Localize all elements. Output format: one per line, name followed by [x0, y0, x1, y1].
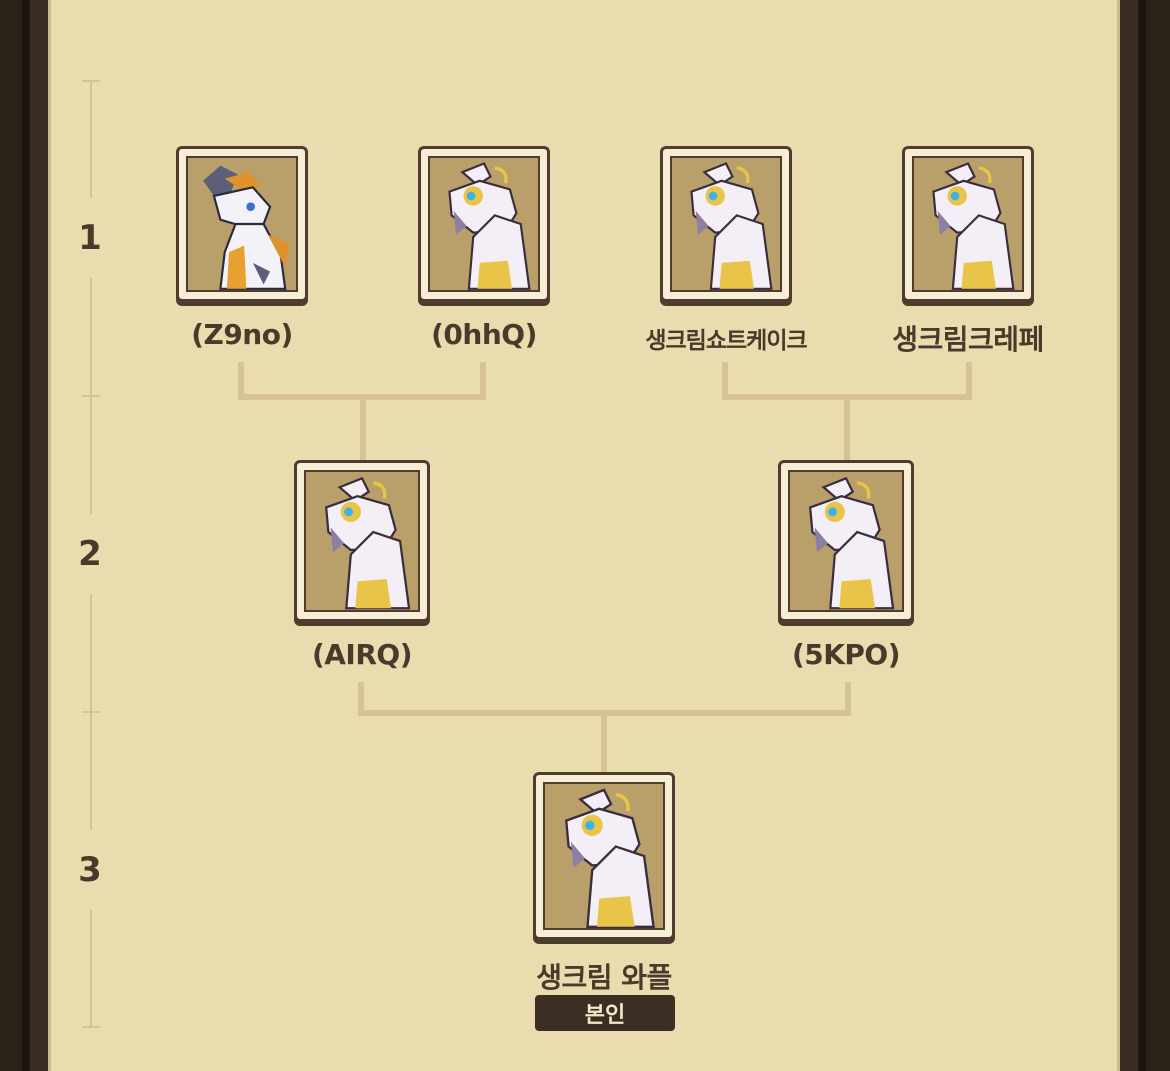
pet-portrait [304, 470, 420, 612]
pet-portrait [428, 156, 540, 292]
pet-card-gen2-2[interactable] [778, 460, 914, 622]
pet-card-gen1-4[interactable] [902, 146, 1034, 302]
connector-line [358, 682, 364, 716]
connector-line [722, 362, 728, 400]
connector-line [844, 394, 850, 462]
pet-name-gen2-1: (AIRQ) [311, 638, 413, 671]
generation-label-2: 2 [78, 534, 102, 574]
cream-unicorn-icon [790, 473, 902, 610]
pet-portrait [670, 156, 782, 292]
pet-card-gen1-2[interactable] [418, 146, 550, 302]
cream-unicorn-icon [672, 159, 780, 290]
connector-line [480, 362, 486, 400]
self-badge: 본인 [535, 995, 675, 1031]
left-frame-border [0, 0, 48, 1071]
right-frame-border [1120, 0, 1170, 1071]
connector-line [966, 362, 972, 400]
pet-name-gen1-2: (0hhQ) [431, 318, 537, 351]
cream-unicorn-icon [306, 473, 418, 610]
pet-card-gen2-1[interactable] [294, 460, 430, 622]
connector-line [238, 362, 244, 400]
pet-name-gen3-self: 생크림 와플 [536, 961, 672, 994]
pet-name-gen2-2: (5KPO) [791, 638, 901, 671]
axis-tick [82, 80, 100, 82]
cream-unicorn-icon [430, 159, 538, 290]
pet-portrait [543, 782, 665, 930]
connector-line [360, 394, 366, 462]
cream-unicorn-icon [914, 159, 1022, 290]
connector-line [601, 710, 607, 774]
axis-tick [82, 1026, 100, 1028]
axis-tick [82, 711, 100, 713]
pet-card-gen3-self[interactable] [533, 772, 675, 940]
axis-line [90, 80, 92, 198]
pet-name-gen1-1: (Z9no) [191, 318, 293, 351]
generation-label-3: 3 [78, 850, 102, 890]
axis-tick [82, 395, 100, 397]
pet-card-gen1-1[interactable] [176, 146, 308, 302]
pet-card-gen1-3[interactable] [660, 146, 792, 302]
connector-line [845, 682, 851, 716]
generation-label-1: 1 [78, 218, 102, 258]
pet-portrait [912, 156, 1024, 292]
cream-unicorn-icon [545, 785, 663, 928]
pet-portrait [186, 156, 298, 292]
pet-name-gen1-3: 생크림쇼트케이크 [645, 328, 807, 354]
pet-portrait [788, 470, 904, 612]
axis-line [90, 910, 92, 1028]
silver-dragon-icon [188, 159, 296, 290]
pet-name-gen1-4: 생크림크레페 [892, 323, 1044, 356]
